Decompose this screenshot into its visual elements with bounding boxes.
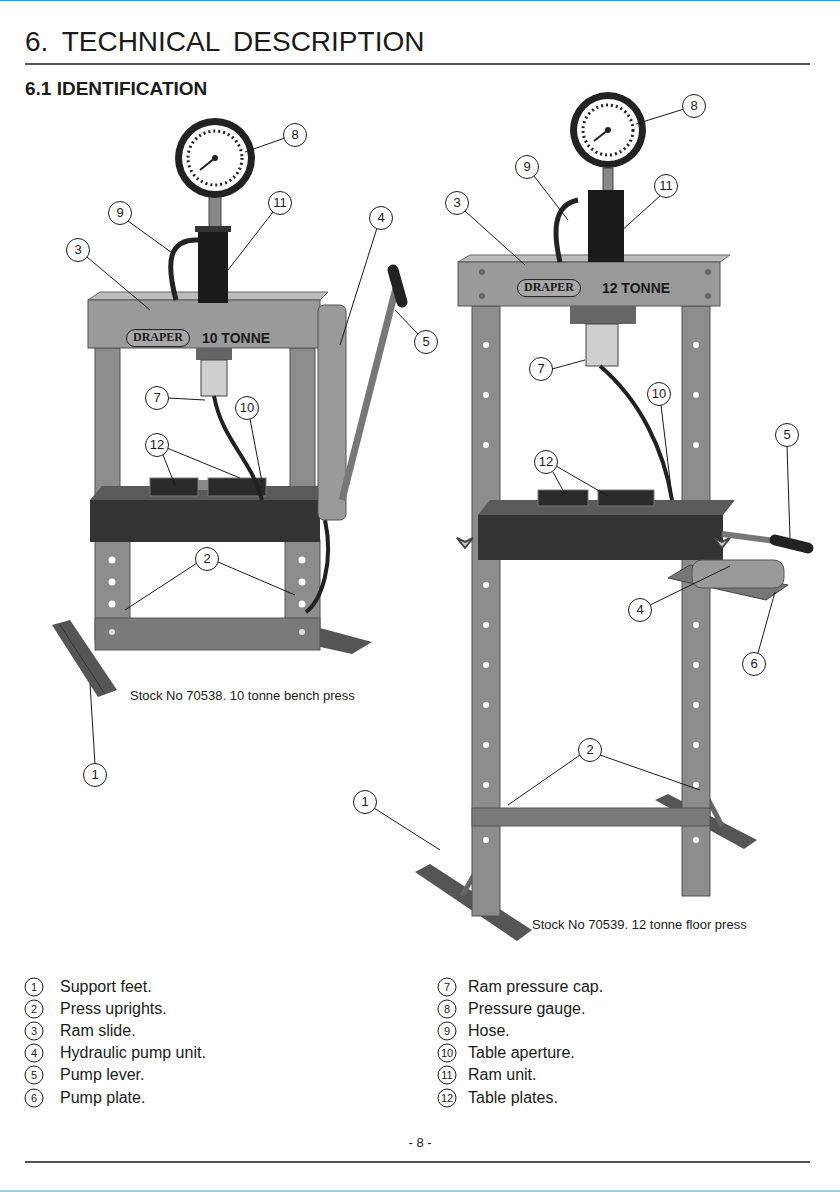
page-edge	[0, 1191, 840, 1192]
key-text: Hydraulic pump unit.	[60, 1044, 206, 1062]
key-number: 8	[438, 1000, 457, 1019]
callout-number: 4	[628, 598, 652, 622]
callout-number: 10	[647, 382, 671, 406]
page-title: 6. TECHNICAL DESCRIPTION	[25, 26, 424, 58]
callout-number: 1	[353, 790, 377, 814]
key-number: 4	[25, 1044, 44, 1063]
key-text: Pump lever.	[60, 1066, 144, 1084]
bench-press	[52, 118, 402, 697]
key-number: 6	[25, 1089, 44, 1108]
callout-number: 8	[283, 123, 307, 147]
key-text: Table plates.	[468, 1089, 558, 1107]
key-text: Press uprights.	[60, 1000, 167, 1018]
callout-number: 9	[108, 201, 132, 225]
capacity-marking: 12 TONNE	[602, 280, 670, 296]
callout-number: 6	[742, 652, 766, 676]
leader-lines	[87, 109, 790, 850]
key-text: Pump plate.	[60, 1089, 145, 1107]
capacity-marking: 10 TONNE	[202, 330, 270, 346]
key-number: 7	[438, 978, 457, 997]
callout-number: 7	[145, 386, 169, 410]
figure-caption: Stock No 70538. 10 tonne bench press	[130, 689, 355, 704]
callout-number: 11	[654, 174, 678, 198]
title-rule	[25, 63, 810, 65]
callout-number: 11	[268, 191, 292, 215]
brand-logo: DRAPER	[126, 329, 190, 347]
callout-number: 5	[775, 423, 799, 447]
key-text: Ram slide.	[60, 1022, 136, 1040]
key-number: 9	[438, 1022, 457, 1041]
key-number: 1	[25, 978, 44, 997]
key-number: 10	[438, 1044, 457, 1063]
key-text: Support feet.	[60, 978, 152, 996]
callout-number: 8	[682, 94, 706, 118]
key-number: 2	[25, 1000, 44, 1019]
callout-number: 5	[414, 330, 438, 354]
key-number: 3	[25, 1022, 44, 1041]
key-text: Hose.	[468, 1022, 510, 1040]
section-heading: 6.1 IDENTIFICATION	[25, 78, 207, 100]
key-text: Table aperture.	[468, 1044, 575, 1062]
callout-number: 12	[145, 433, 169, 457]
callout-number: 1	[83, 763, 107, 787]
page-number: - 8 -	[408, 1136, 431, 1151]
callout-number: 3	[66, 238, 90, 262]
callout-number: 3	[445, 191, 469, 215]
key-text: Ram pressure cap.	[468, 978, 603, 996]
key-text: Pressure gauge.	[468, 1000, 585, 1018]
page-edge	[0, 0, 840, 1]
key-number: 11	[438, 1066, 457, 1085]
callout-number: 4	[369, 206, 393, 230]
key-number: 5	[25, 1066, 44, 1085]
callout-number: 2	[578, 738, 602, 762]
callout-number: 7	[529, 357, 553, 381]
callout-number: 12	[534, 450, 558, 474]
footer-rule	[25, 1161, 810, 1163]
figure-caption: Stock No 70539. 12 tonne floor press	[532, 918, 747, 933]
callout-number: 9	[515, 155, 539, 179]
callout-number: 2	[195, 547, 219, 571]
floor-press	[415, 92, 808, 941]
callout-number: 10	[235, 396, 259, 420]
brand-logo: DRAPER	[517, 279, 581, 297]
key-number: 12	[438, 1089, 457, 1108]
key-text: Ram unit.	[468, 1066, 536, 1084]
